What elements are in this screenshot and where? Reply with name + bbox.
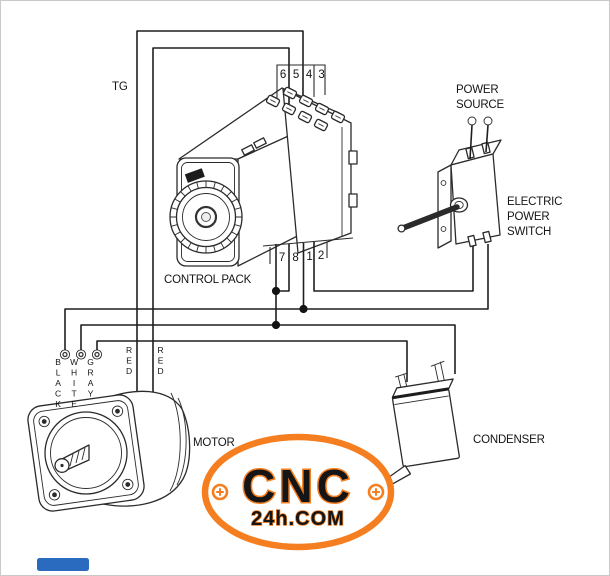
socket-screws [265,86,346,132]
wires [64,30,489,395]
terminal-number-6: 6 [280,69,286,81]
junction-dot [271,320,281,330]
junction-dot [299,304,308,314]
label-condenser: CONDENSER [473,434,545,446]
power-source-terminal [483,116,493,126]
cnc-watermark: CNC 24h.COM [201,433,395,551]
condenser-terminal-left [394,372,408,388]
label-control-pack: CONTROL PACK [164,274,252,286]
wire-terminal-2 [313,242,474,292]
terminal-number-1: 1 [306,251,312,263]
cnc-watermark-star-left [211,483,229,501]
switch-terminal [467,234,477,248]
socket-clip [348,193,358,208]
terminal-number-5: 5 [293,69,299,81]
label-power-source-1: POWER [456,84,498,96]
wire-white-net [80,324,456,374]
motor [27,390,191,512]
footer-logo-bar [37,558,89,571]
switch-mounting-plate [437,164,452,249]
control-pack-dial [169,180,243,254]
label-switch-2: POWER [507,211,549,223]
cnc-watermark-ellipse [201,433,395,551]
motor-shaft [54,444,90,473]
label-switch-3: SWITCH [507,226,551,238]
switch-body [450,153,501,245]
switch-terminal [482,230,492,244]
socket-plate [282,88,352,254]
socket-clip [348,150,358,165]
terminal-number-3: 3 [318,69,324,81]
vent-slot [253,137,267,149]
switch-lever [397,197,469,233]
control-pack [169,87,358,267]
control-pack-chip [184,168,205,183]
terminal-number-2: 2 [318,250,324,262]
terminal-number-4: 4 [306,69,313,81]
label-tg: TG [112,81,128,93]
vent-slot [241,144,255,156]
cnc-watermark-star-right [367,483,385,501]
condenser [387,360,460,485]
wire-power-source-1 [469,124,473,160]
wire-terminal-8 [277,244,290,292]
terminal-number-8: 8 [292,252,298,264]
label-switch-1: ELECTRIC [507,196,562,208]
wire-power-source-2 [485,124,489,153]
label-power-source-2: SOURCE [456,99,505,111]
power-source-terminal [467,116,477,126]
wire-gray-net [96,340,408,382]
cnc-watermark-brand: CNC [242,460,354,512]
cnc-watermark-domain: 24h.COM [251,508,345,530]
wire-tg-red-2 [152,47,290,395]
terminal-number-7: 7 [279,252,285,264]
terminal-brackets [269,64,328,264]
electric-power-switch [397,139,502,249]
wire-tg-red-1 [136,30,304,393]
condenser-body [391,388,460,468]
label-motor: MOTOR [193,437,235,449]
junction-dot [271,286,281,296]
condenser-terminal-right [430,360,445,382]
